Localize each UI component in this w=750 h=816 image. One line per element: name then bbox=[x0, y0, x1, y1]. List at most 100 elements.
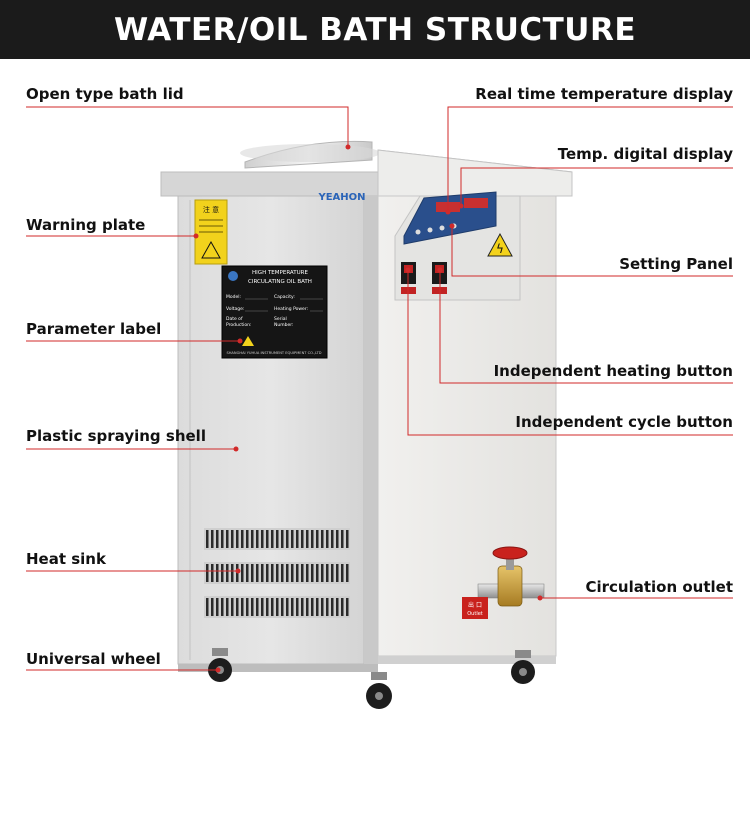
vent-slot bbox=[226, 564, 229, 582]
svg-text:Number:: Number: bbox=[274, 322, 294, 328]
vent-slot bbox=[246, 564, 249, 582]
universal-wheel-right bbox=[511, 650, 535, 684]
vent-slot bbox=[301, 598, 304, 616]
vent-slot bbox=[231, 598, 234, 616]
vent-slot bbox=[251, 530, 254, 548]
vent-slot bbox=[256, 598, 259, 616]
leader-lines bbox=[26, 106, 733, 671]
vent-slot bbox=[251, 598, 254, 616]
vent-slot bbox=[296, 530, 299, 548]
vent-slot bbox=[281, 530, 284, 548]
vent-slot bbox=[341, 564, 344, 582]
label-universal-wheel: Universal wheel bbox=[26, 650, 161, 668]
label-heating-button: Independent heating button bbox=[493, 362, 733, 380]
vent-slot bbox=[246, 530, 249, 548]
vent-slot bbox=[251, 564, 254, 582]
vent-slot bbox=[331, 530, 334, 548]
vent-slot bbox=[271, 564, 274, 582]
vent-slot bbox=[281, 564, 284, 582]
vent-slot bbox=[286, 598, 289, 616]
vent-slot bbox=[331, 598, 334, 616]
vent-slot bbox=[316, 598, 319, 616]
vent-slot bbox=[266, 530, 269, 548]
vent-slot bbox=[261, 530, 264, 548]
vent-slot bbox=[226, 530, 229, 548]
vent-slot bbox=[281, 598, 284, 616]
electric-warning-icon bbox=[487, 232, 513, 257]
vent-slot bbox=[336, 564, 339, 582]
vent-slot bbox=[206, 598, 209, 616]
vent-slot bbox=[241, 598, 244, 616]
leader-digital-display bbox=[460, 167, 733, 206]
vent-slot bbox=[331, 564, 334, 582]
realtime-temp-display bbox=[464, 198, 488, 208]
svg-text:Model:: Model: bbox=[226, 294, 241, 300]
vent-slot bbox=[221, 598, 224, 616]
svg-text:Heating Power:: Heating Power: bbox=[274, 306, 308, 312]
vent-slot bbox=[211, 598, 214, 616]
label-circulation-outlet: Circulation outlet bbox=[585, 578, 733, 596]
svg-text:CIRCULATING OIL BATH: CIRCULATING OIL BATH bbox=[248, 279, 312, 285]
vent-slot bbox=[326, 530, 329, 548]
vent-slot bbox=[221, 564, 224, 582]
vent-slot bbox=[306, 564, 309, 582]
valve-handwheel bbox=[492, 546, 528, 560]
label-digital-display: Temp. digital display bbox=[557, 145, 733, 163]
leader-open-lid bbox=[26, 106, 349, 147]
vent-slot bbox=[301, 564, 304, 582]
outlet-sticker bbox=[462, 597, 488, 619]
vent-slot bbox=[276, 564, 279, 582]
vent-slot bbox=[306, 598, 309, 616]
leader-setting-panel bbox=[451, 226, 733, 277]
vent-slot bbox=[276, 598, 279, 616]
svg-text:HIGH TEMPERATURE: HIGH TEMPERATURE bbox=[252, 270, 308, 276]
vent-slot bbox=[276, 530, 279, 548]
vent-slot bbox=[291, 530, 294, 548]
vent-slot bbox=[336, 598, 339, 616]
warning-plate-text: 注 意 bbox=[203, 205, 219, 214]
vent-slot bbox=[321, 530, 324, 548]
vent-slot bbox=[241, 564, 244, 582]
vent-slot bbox=[211, 564, 214, 582]
vent-slot bbox=[206, 564, 209, 582]
label-warning-plate: Warning plate bbox=[26, 216, 146, 234]
page-title: WATER/OIL BATH STRUCTURE bbox=[0, 0, 750, 59]
vent-slot bbox=[301, 530, 304, 548]
leader-heating-button bbox=[439, 270, 733, 384]
vent-slot bbox=[306, 530, 309, 548]
universal-wheel-front bbox=[366, 672, 392, 709]
vent-slot bbox=[311, 564, 314, 582]
svg-text:Date of: Date of bbox=[226, 316, 243, 322]
vent-slot bbox=[226, 598, 229, 616]
vent-slot bbox=[246, 598, 249, 616]
vent-slot bbox=[271, 598, 274, 616]
vent-slot bbox=[211, 530, 214, 548]
vent-slot bbox=[321, 598, 324, 616]
vent-slot bbox=[341, 530, 344, 548]
vent-slot bbox=[206, 530, 209, 548]
vent-slot bbox=[346, 598, 349, 616]
vent-slot bbox=[321, 564, 324, 582]
label-heat-sink: Heat sink bbox=[26, 550, 106, 568]
vent-slot bbox=[261, 564, 264, 582]
svg-text:ϟ: ϟ bbox=[496, 242, 504, 256]
vent-slot bbox=[291, 564, 294, 582]
vent-slot bbox=[256, 530, 259, 548]
svg-text:Outlet: Outlet bbox=[467, 611, 483, 617]
vent-slot bbox=[241, 530, 244, 548]
vent-slot bbox=[286, 564, 289, 582]
svg-text:出 口: 出 口 bbox=[468, 601, 482, 609]
vent-slot bbox=[216, 564, 219, 582]
vent-slot bbox=[316, 564, 319, 582]
vent-slot bbox=[346, 564, 349, 582]
label-parameter-label: Parameter label bbox=[26, 320, 162, 338]
vent-slot bbox=[296, 598, 299, 616]
label-cycle-button: Independent cycle button bbox=[515, 413, 733, 431]
vent-slot bbox=[221, 530, 224, 548]
vent-slot bbox=[291, 598, 294, 616]
vent-slot bbox=[311, 598, 314, 616]
vent-slot bbox=[326, 598, 329, 616]
svg-text:Voltage:: Voltage: bbox=[226, 306, 244, 312]
vent-slot bbox=[256, 564, 259, 582]
